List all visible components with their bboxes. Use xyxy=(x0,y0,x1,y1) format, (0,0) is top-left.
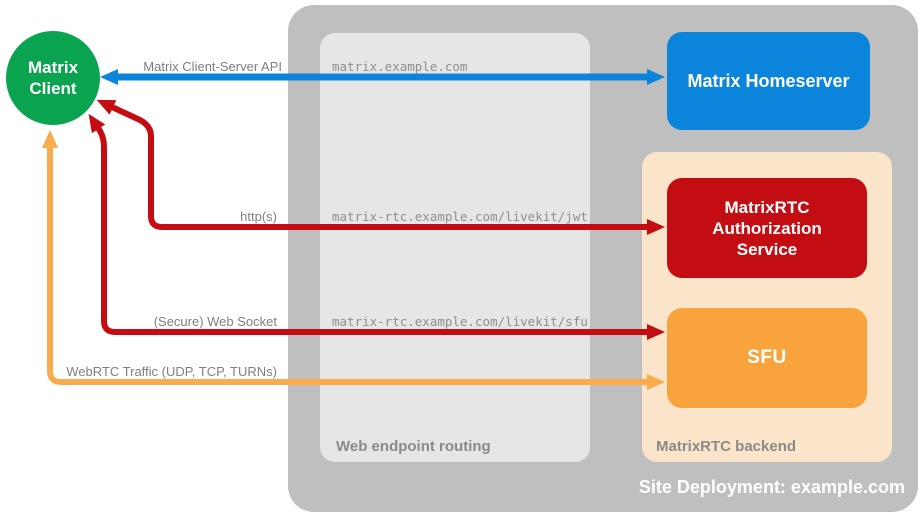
websocket-arrow-label: (Secure) Web Socket xyxy=(153,314,277,329)
client-server-api-arrow-label: Matrix Client-Server API xyxy=(143,59,282,74)
livekit-sfu-endpoint-url: matrix-rtc.example.com/livekit/sfu xyxy=(332,314,588,329)
matrix-endpoint-url: matrix.example.com xyxy=(332,59,468,74)
matrix-homeserver-node: Matrix Homeserver xyxy=(667,32,870,130)
sfu-node: SFU xyxy=(667,308,867,408)
matrix-client-label-line1: Matrix xyxy=(27,58,79,77)
webrtc-traffic-arrow-label: WebRTC Traffic (UDP, TCP, TURNs) xyxy=(66,364,277,379)
livekit-jwt-endpoint-url: matrix-rtc.example.com/livekit/jwt xyxy=(332,209,588,224)
matrix-homeserver-label: Matrix Homeserver xyxy=(687,70,850,91)
matrix-client-label-line2: Client xyxy=(29,79,77,98)
web-endpoint-routing-label: Web endpoint routing xyxy=(336,438,491,455)
http-arrow-label: http(s) xyxy=(240,209,277,224)
matrixrtc-authorization-service-node: MatrixRTC Authorization Service xyxy=(667,178,867,278)
sfu-label: SFU xyxy=(747,347,787,368)
matrix-client-node: Matrix Client xyxy=(6,31,100,125)
web-endpoint-routing-box xyxy=(320,33,590,462)
matrixrtc-authorization-service-label: MatrixRTC Authorization Service xyxy=(712,197,822,259)
matrixrtc-backend-label: MatrixRTC backend xyxy=(656,438,797,455)
site-deployment-label: Site Deployment: example.com xyxy=(638,477,905,497)
